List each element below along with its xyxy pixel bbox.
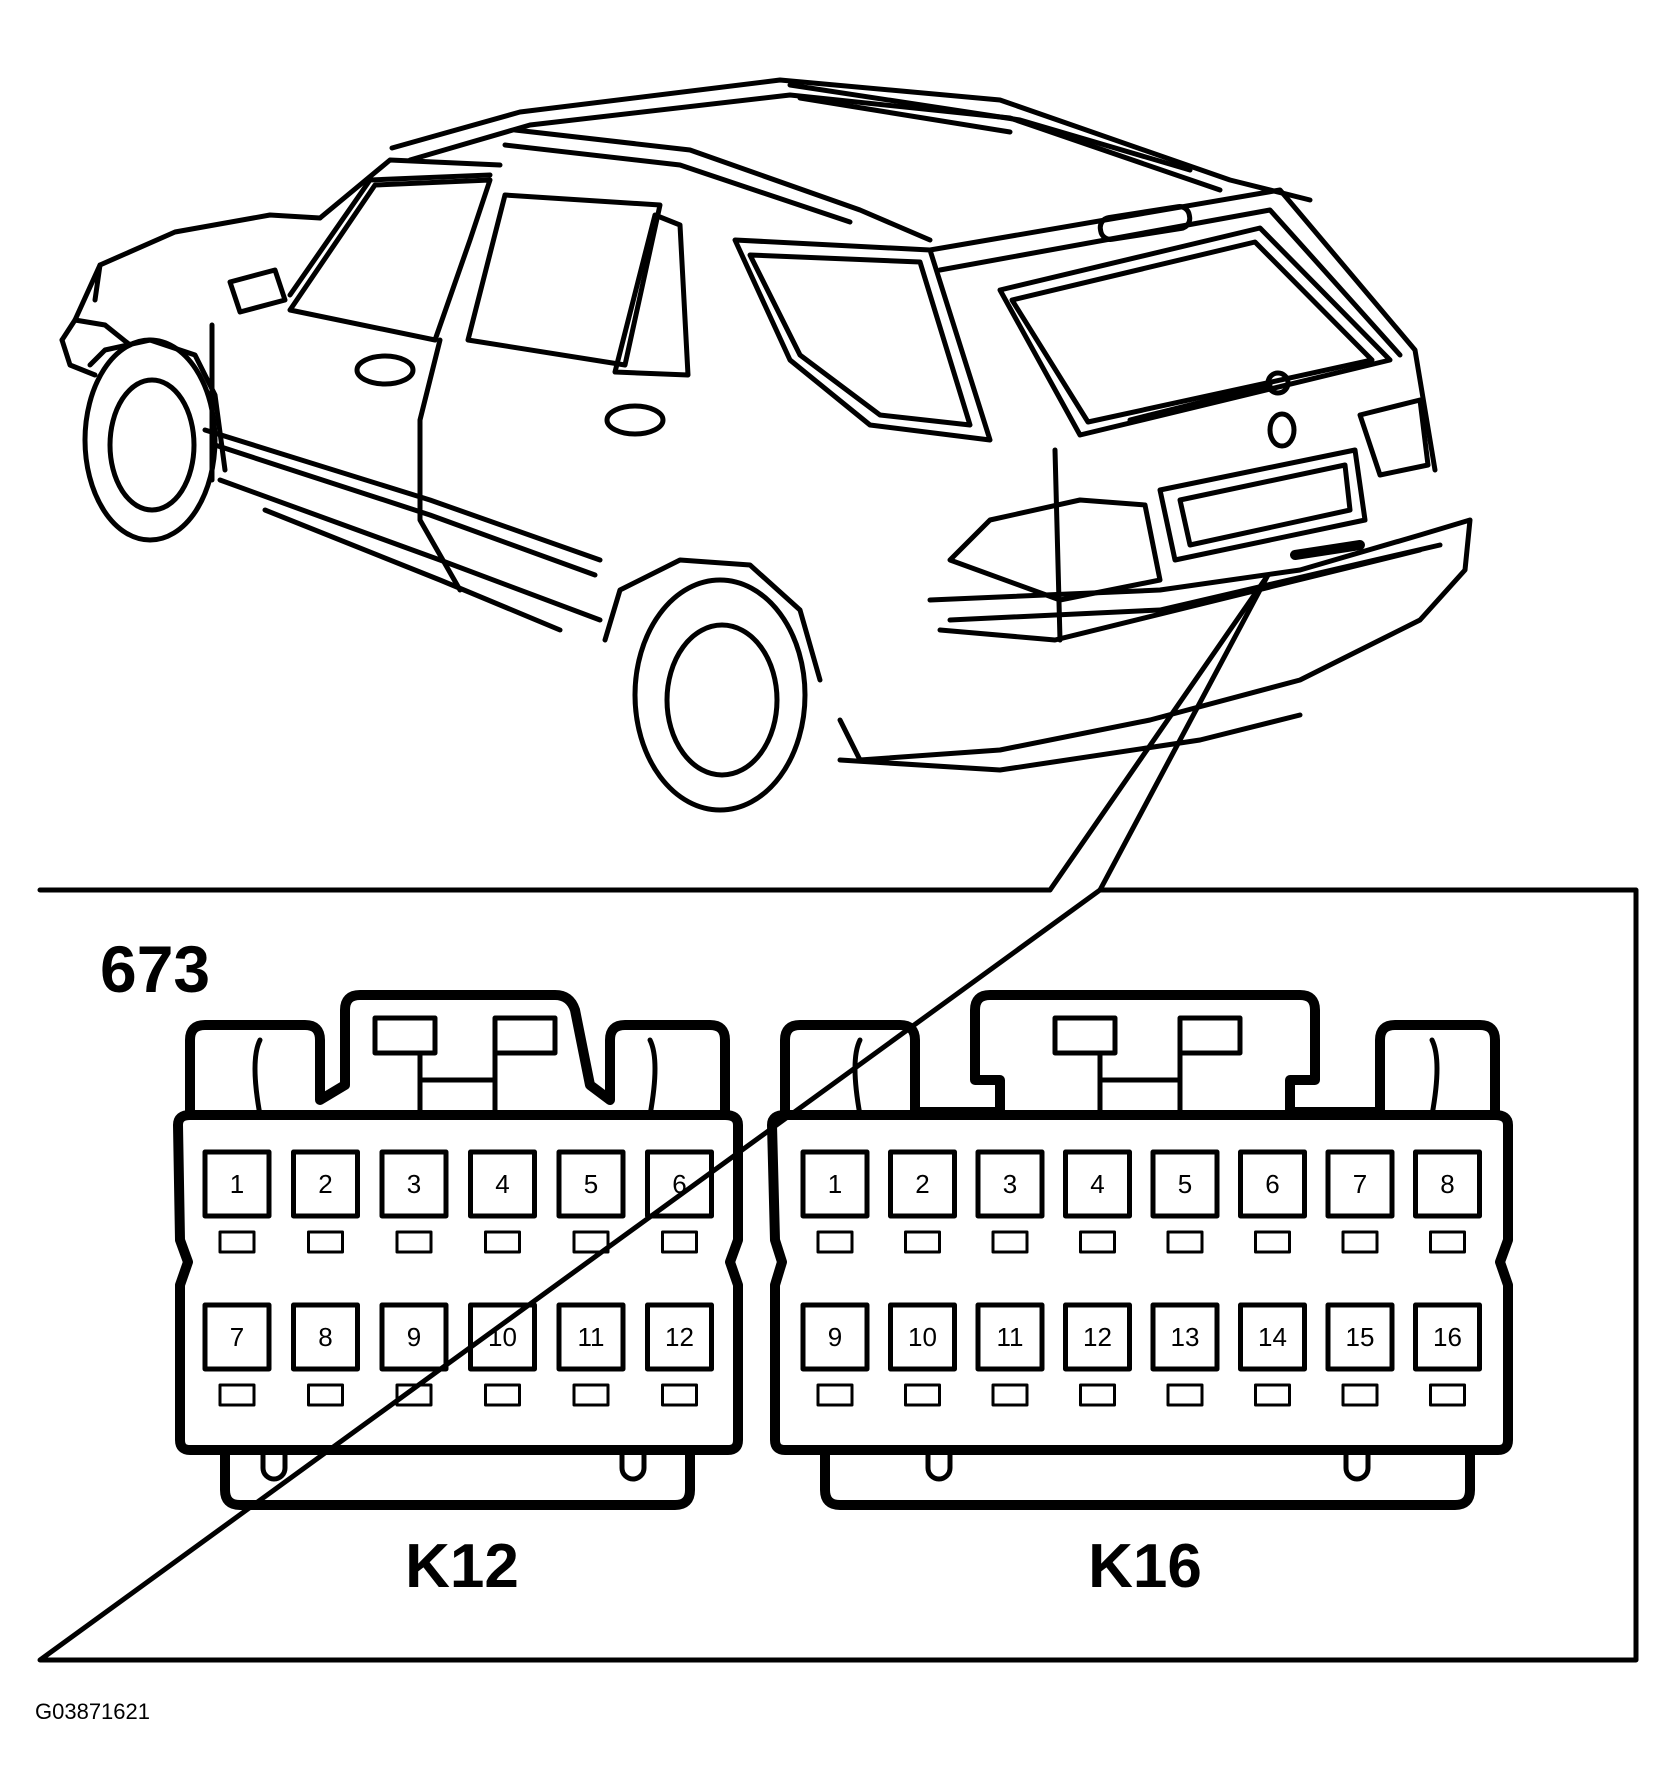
pin-cavity — [291, 1302, 360, 1372]
pin-number: 3 — [407, 1169, 421, 1199]
pin-number: 10 — [488, 1322, 517, 1352]
pin-cavity — [202, 1302, 272, 1372]
pin-number: 12 — [665, 1322, 694, 1352]
pin-number: 2 — [915, 1169, 929, 1199]
pin-cavity — [379, 1149, 449, 1219]
pin-number: 9 — [407, 1322, 421, 1352]
pin-cavity — [291, 1149, 360, 1219]
pin-lock-slot — [307, 1230, 344, 1254]
pin-cavity — [1238, 1302, 1307, 1372]
pin-lock-slot — [484, 1383, 521, 1407]
pin-lock-slot — [661, 1230, 698, 1254]
pin-cavity — [1150, 1302, 1220, 1372]
pin-lock-slot — [1166, 1230, 1204, 1254]
pin-lock-slot — [218, 1230, 256, 1254]
pin-cavity — [556, 1302, 626, 1372]
pin-cavity — [202, 1149, 272, 1219]
pin-cavity — [468, 1302, 537, 1372]
pin-cavity — [888, 1149, 957, 1219]
pin-lock-slot — [1254, 1230, 1291, 1254]
pin-number: 7 — [230, 1322, 244, 1352]
leader-line — [1047, 572, 1271, 893]
pin-number: 1 — [230, 1169, 244, 1199]
pin-lock-slot — [484, 1230, 521, 1254]
pin-number: 8 — [318, 1322, 332, 1352]
pin-number: 3 — [1003, 1169, 1017, 1199]
pin-number: 10 — [908, 1322, 937, 1352]
detail-box — [37, 887, 1639, 1663]
pin-lock-slot — [1429, 1383, 1466, 1407]
pin-lock-slot — [572, 1383, 610, 1407]
pin-cavity — [645, 1302, 714, 1372]
pin-number: 5 — [1178, 1169, 1192, 1199]
pin-number: 12 — [1083, 1322, 1112, 1352]
pin-lock-slot — [218, 1383, 256, 1407]
connector-name: K16 — [1088, 1532, 1202, 1601]
pin-cavity — [1063, 1149, 1132, 1219]
pin-lock-slot — [904, 1230, 941, 1254]
pin-cavity — [1238, 1149, 1307, 1219]
pin-lock-slot — [1341, 1230, 1379, 1254]
pin-cavity — [1150, 1149, 1220, 1219]
pin-cavity — [1063, 1302, 1132, 1372]
pin-number: 9 — [828, 1322, 842, 1352]
pin-lock-slot — [307, 1383, 344, 1407]
pin-lock-slot — [1166, 1383, 1204, 1407]
pin-number: 11 — [578, 1322, 605, 1352]
pin-lock-slot — [816, 1230, 854, 1254]
pin-number: 16 — [1433, 1322, 1462, 1352]
pin-lock-slot — [991, 1230, 1029, 1254]
pin-number: 5 — [584, 1169, 598, 1199]
pin-number: 13 — [1171, 1322, 1200, 1352]
vehicle-illustration — [59, 77, 1473, 813]
pin-number: 11 — [997, 1322, 1024, 1352]
pin-lock-slot — [395, 1383, 433, 1407]
pin-lock-slot — [572, 1230, 610, 1254]
pin-cavity — [556, 1149, 626, 1219]
pin-cavity — [975, 1302, 1045, 1372]
pin-lock-slot — [395, 1230, 433, 1254]
pin-number: 14 — [1258, 1322, 1287, 1352]
pin-number: 15 — [1346, 1322, 1375, 1352]
pin-lock-slot — [1079, 1383, 1116, 1407]
pin-lock-slot — [904, 1383, 941, 1407]
pin-cavity — [888, 1302, 957, 1372]
pin-number: 1 — [828, 1169, 842, 1199]
connector-k12: K12 — [173, 990, 743, 1601]
pin-lock-slot — [1429, 1230, 1466, 1254]
connector-name: K12 — [405, 1532, 519, 1601]
pin-lock-slot — [816, 1383, 854, 1407]
pin-cavity — [1325, 1149, 1395, 1219]
pin-lock-slot — [1079, 1230, 1116, 1254]
pin-number: 6 — [1265, 1169, 1279, 1199]
pin-number: 2 — [318, 1169, 332, 1199]
connector-id-label: 673 — [100, 932, 210, 1006]
pin-cavity — [468, 1149, 537, 1219]
pin-lock-slot — [1254, 1383, 1291, 1407]
pin-cavity — [1413, 1302, 1482, 1372]
pin-lock-slot — [991, 1383, 1029, 1407]
pin-cavity — [975, 1149, 1045, 1219]
pin-lock-slot — [1341, 1383, 1379, 1407]
pin-cavity — [379, 1302, 449, 1372]
pin-cavity — [645, 1149, 714, 1219]
pin-number: 4 — [1090, 1169, 1104, 1199]
pin-number: 7 — [1353, 1169, 1367, 1199]
pin-number: 8 — [1440, 1169, 1454, 1199]
connector-k16: K16 — [767, 990, 1513, 1601]
pin-cavity — [1413, 1149, 1482, 1219]
pin-cavity — [1325, 1302, 1395, 1372]
pin-cavity — [800, 1302, 870, 1372]
pin-number: 6 — [672, 1169, 686, 1199]
pin-lock-slot — [661, 1383, 698, 1407]
pin-number: 4 — [495, 1169, 509, 1199]
leader-line — [1097, 572, 1271, 893]
pin-cavity — [800, 1149, 870, 1219]
figure-code: G03871621 — [35, 1699, 150, 1724]
